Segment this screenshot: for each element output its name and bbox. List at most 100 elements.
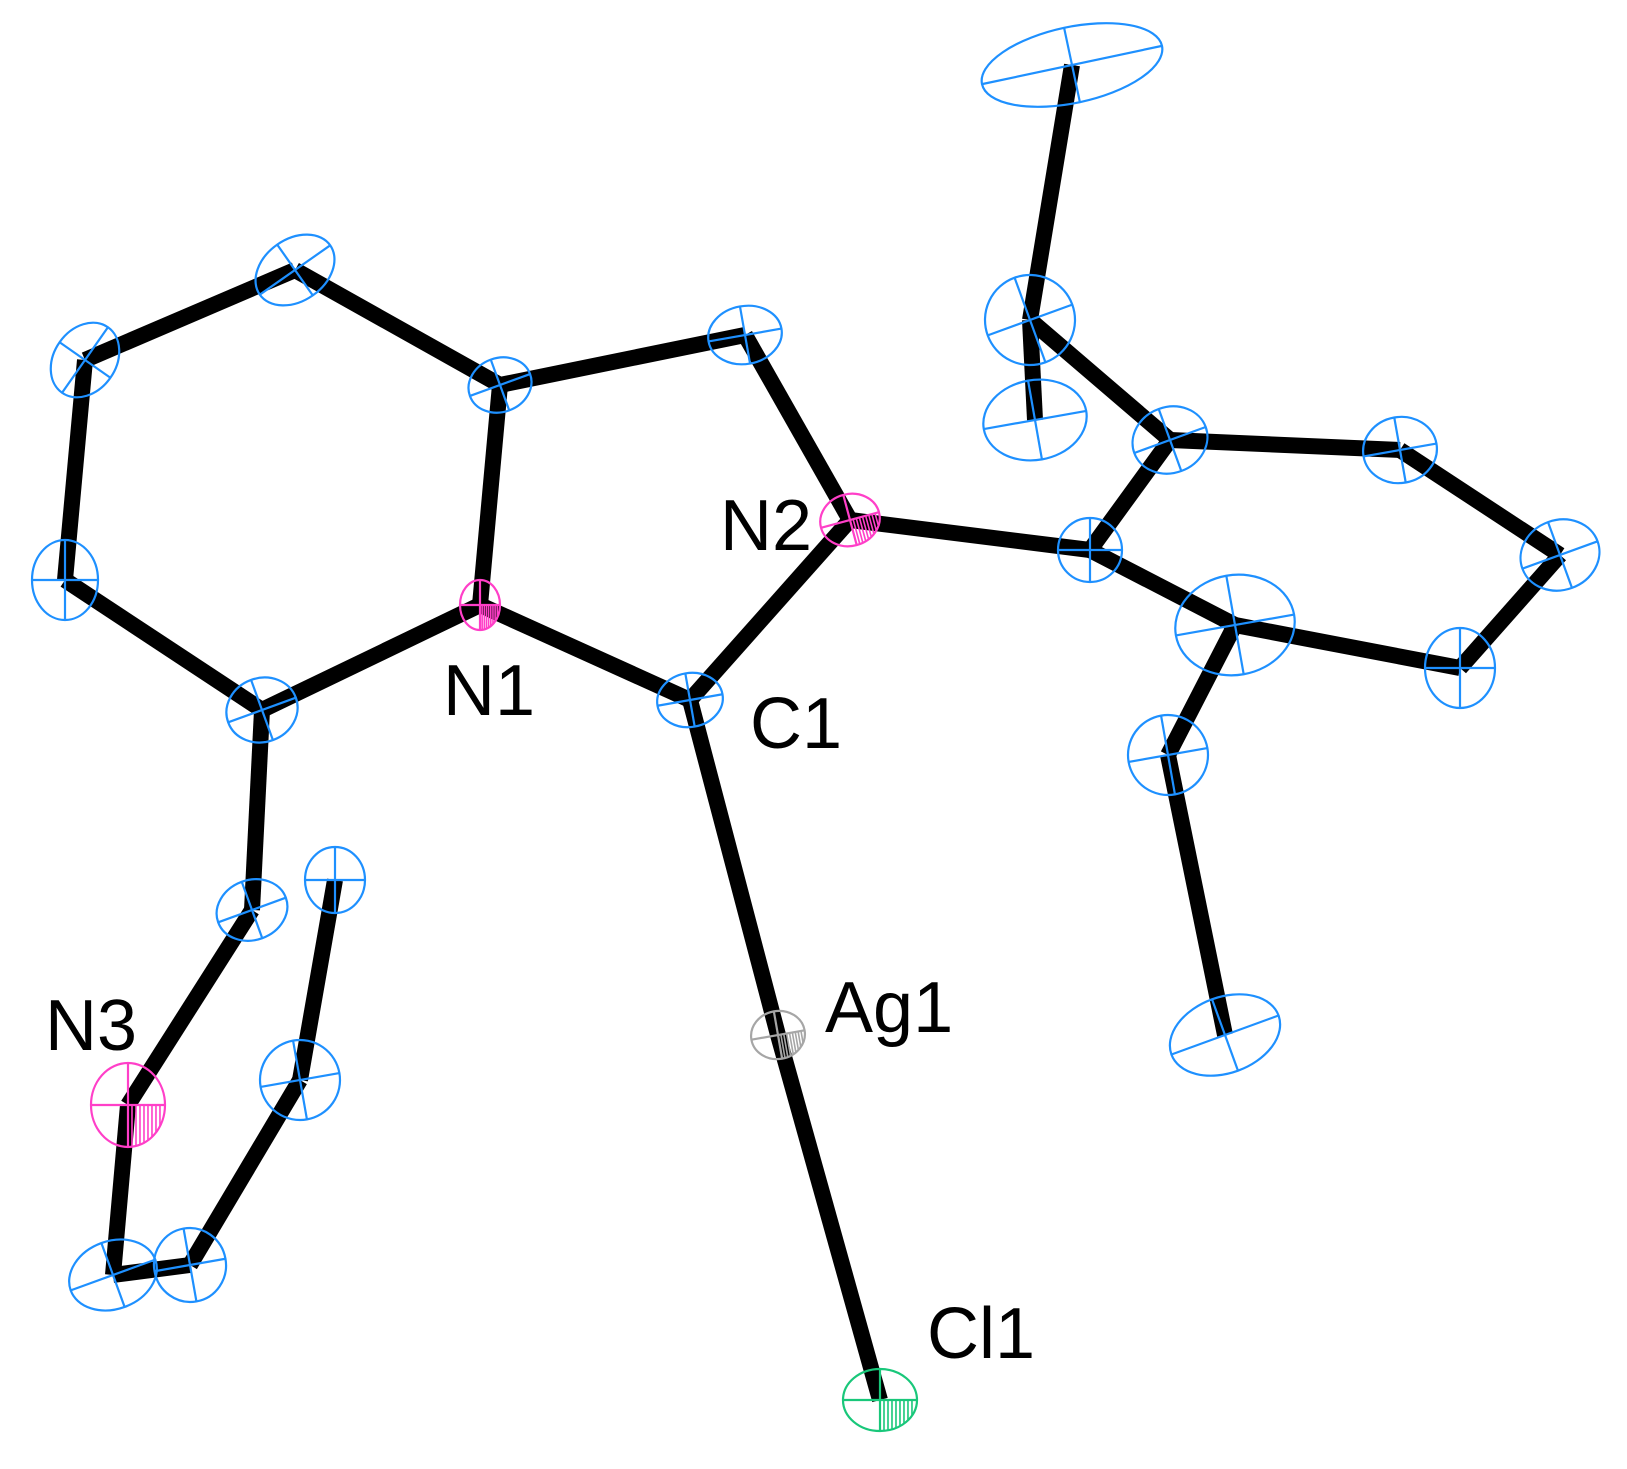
ellipsoid-hatch: [858, 517, 867, 542]
atom-a3: [49, 321, 121, 399]
bond-N2-C1: [684, 514, 856, 706]
atom-ellipsoid: [1126, 713, 1210, 797]
atom-a4: [30, 538, 100, 622]
bond-C1-N1: [476, 597, 694, 708]
atom-n2: [819, 492, 881, 548]
atom-a28: [1168, 993, 1282, 1077]
atom-label-cl1: Cl1: [927, 1294, 1035, 1374]
ellipsoid-hatch: [852, 518, 861, 545]
bond-a11-N3: [121, 905, 259, 1110]
atom-a25: [980, 22, 1164, 108]
bond-a23-a18: [1086, 542, 1239, 633]
atom-label-n1: N1: [443, 651, 535, 731]
ellipsoid-axis: [291, 1040, 309, 1120]
ellipsoid-axis: [489, 359, 511, 411]
ellipsoid-axis: [1546, 521, 1574, 589]
ellipsoid-hatch: [794, 1031, 800, 1051]
bond-a1-a2: [291, 263, 504, 392]
ellipsoid-axis: [58, 341, 112, 379]
ellipsoid-hatch: [849, 519, 858, 546]
atom-ellipsoid: [254, 233, 336, 307]
atom-c1: [656, 671, 724, 729]
bond-a14-a15: [183, 1075, 307, 1270]
bond-a24-a26: [1022, 319, 1043, 421]
atom-label-n2: N2: [720, 486, 812, 566]
atom-label-n3: N3: [45, 986, 137, 1066]
bond-a24-a25: [1022, 63, 1080, 322]
atom-n3: [89, 1061, 167, 1149]
atom-a14: [152, 1226, 228, 1304]
ellipsoid-hatch: [861, 516, 870, 540]
atom-ellipsoid: [1174, 573, 1296, 677]
atom-a5: [225, 676, 299, 744]
ellipsoid-hatch: [800, 1030, 804, 1043]
atom-ag1: [749, 1009, 807, 1061]
atom-a19: [1131, 405, 1209, 475]
atom-a11: [215, 878, 289, 942]
ellipsoid-hatch: [785, 1033, 792, 1056]
bond-a3-a4: [57, 359, 93, 581]
ellipsoid-axis: [738, 306, 752, 364]
bond-N1-a1: [472, 384, 508, 606]
bond-a20-a21: [1395, 443, 1565, 562]
bond-a23-a27: [1160, 621, 1243, 759]
atom-a1: [467, 356, 533, 414]
ellipsoid-hatch: [864, 515, 873, 538]
ellipsoid-hatch: [782, 1033, 789, 1058]
ellipsoid-hatch: [868, 514, 875, 535]
bond-a1-a10: [498, 327, 747, 393]
atom-label-c1: C1: [750, 684, 842, 764]
atom-a27: [1126, 713, 1210, 797]
ellipsoid-axis: [240, 881, 264, 939]
bond-a27-a28: [1160, 753, 1233, 1037]
bond-a19-a24: [1024, 313, 1176, 447]
atom-cl1: [841, 1367, 919, 1433]
bond-a2-a3: [81, 262, 299, 368]
ellipsoid-axis: [250, 679, 274, 741]
ellipsoid-hatch: [780, 1034, 786, 1059]
atom-a18: [1056, 516, 1124, 584]
bond-a10-N2: [738, 331, 857, 524]
atom-label-ag1: Ag1: [825, 968, 953, 1048]
bond-Ag1-Cl1: [770, 1032, 888, 1403]
atom-ellipsoid: [225, 676, 299, 744]
atom-a21: [1519, 518, 1601, 592]
bond-a22-a23: [1233, 617, 1462, 676]
atom-ellipsoid: [215, 878, 289, 942]
atoms-layer: [30, 22, 1601, 1433]
ellipsoid-axis: [1210, 998, 1240, 1072]
bond-a19-a20: [1169, 432, 1401, 458]
atom-a11x: [303, 845, 367, 915]
ellipsoid-axis: [100, 1242, 126, 1308]
ellipsoid-hatch: [777, 1034, 783, 1059]
atom-a10: [707, 304, 783, 366]
ellipsoid-hatch: [797, 1031, 802, 1048]
ellipsoid-hatch: [788, 1032, 795, 1055]
atom-ellipsoid: [1168, 993, 1282, 1077]
bond-a15-a11x: [292, 878, 343, 1082]
ellipsoid-axis: [276, 243, 314, 297]
ellipsoid-hatch: [871, 513, 878, 531]
ellipsoid-axis: [1157, 408, 1183, 472]
ellipsoid-axis: [1225, 575, 1245, 675]
atom-ellipsoid: [819, 492, 881, 548]
ellipsoid-axis: [182, 1228, 198, 1302]
ellipsoid-axis: [1393, 417, 1407, 483]
ellipsoid-axis: [684, 673, 696, 727]
ellipsoid-hatch: [791, 1032, 797, 1053]
atom-a2: [254, 233, 336, 307]
atom-a15: [258, 1038, 342, 1122]
bond-a21-a22: [1454, 549, 1566, 674]
atom-a24: [983, 273, 1077, 367]
atom-n1: [458, 578, 502, 632]
bond-N2-a18: [849, 512, 1091, 558]
ellipsoid-hatch: [855, 518, 864, 544]
bond-a4-a5: [60, 573, 267, 717]
bond-N3-a13: [105, 1104, 136, 1276]
bond-C1-Ag1: [682, 697, 786, 1038]
atom-a22: [1423, 626, 1497, 710]
ellipsoid-axis: [1026, 380, 1044, 460]
atom-a26: [982, 378, 1088, 462]
atom-a20: [1362, 415, 1438, 485]
